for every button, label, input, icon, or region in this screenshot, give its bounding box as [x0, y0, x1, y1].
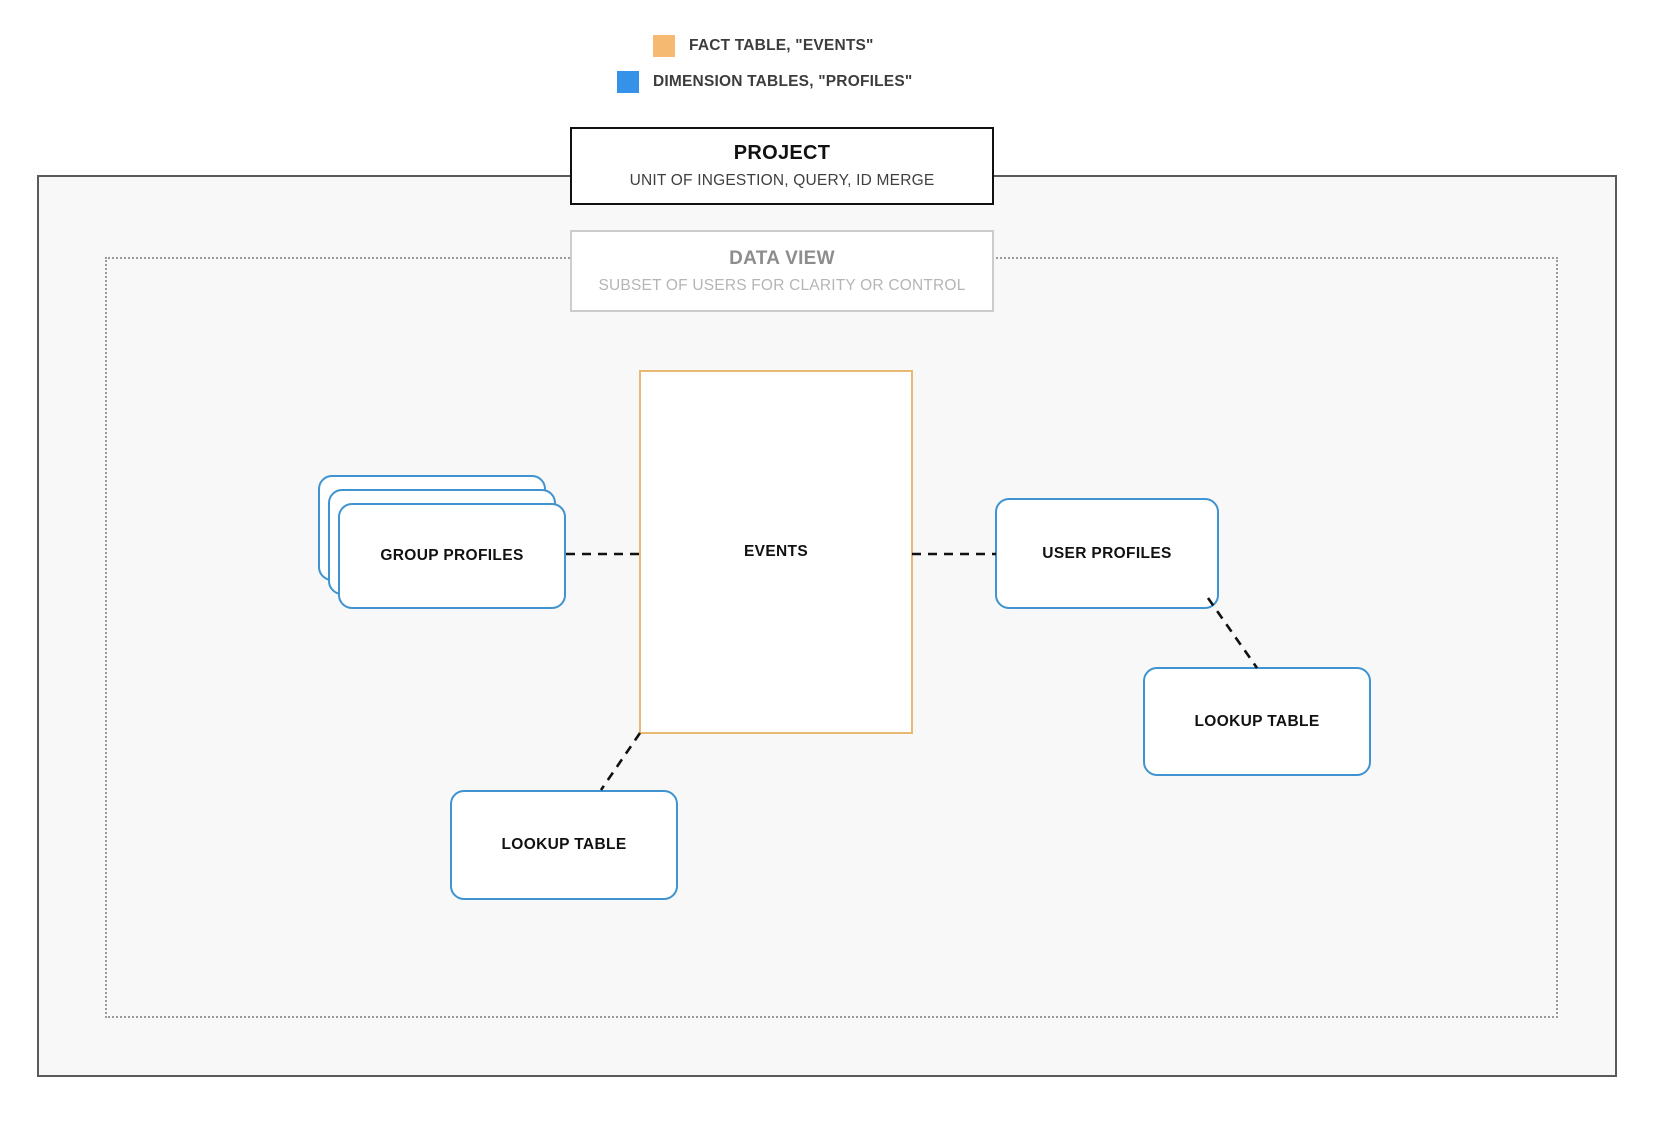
legend-label-dimension-tables: DIMENSION TABLES, "PROFILES" — [653, 73, 913, 90]
data-view-subtitle: SUBSET OF USERS FOR CLARITY OR CONTROL — [598, 276, 966, 294]
legend-label-fact-table: FACT TABLE, "EVENTS" — [689, 37, 874, 54]
legend-item-dimension-tables: DIMENSION TABLES, "PROFILES" — [617, 71, 912, 93]
data-view-title: DATA VIEW — [729, 247, 835, 269]
node-user-profiles[interactable]: USER PROFILES — [995, 498, 1219, 609]
project-title: PROJECT — [733, 142, 831, 164]
node-events-label: EVENTS — [743, 543, 809, 560]
node-user-profiles-label: USER PROFILES — [1042, 544, 1172, 562]
node-events[interactable]: EVENTS — [639, 370, 913, 734]
square-swatch-icon — [617, 71, 639, 93]
project-header[interactable]: PROJECT UNIT OF INGESTION, QUERY, ID MER… — [570, 127, 994, 205]
square-swatch-icon — [653, 35, 675, 57]
node-lookup-table-left[interactable]: LOOKUP TABLE — [450, 790, 678, 900]
node-lookup-table-right-label: LOOKUP TABLE — [1194, 712, 1320, 730]
data-view-header[interactable]: DATA VIEW SUBSET OF USERS FOR CLARITY OR… — [570, 230, 994, 312]
project-subtitle: UNIT OF INGESTION, QUERY, ID MERGE — [629, 172, 935, 189]
node-lookup-table-right[interactable]: LOOKUP TABLE — [1143, 667, 1371, 776]
node-group-profiles[interactable]: GROUP PROFILES — [318, 475, 568, 611]
node-group-profiles-label: GROUP PROFILES — [380, 547, 524, 564]
legend-item-fact-table: FACT TABLE, "EVENTS" — [653, 35, 874, 57]
group-profiles-stack-card-front[interactable]: GROUP PROFILES — [338, 503, 566, 609]
node-lookup-table-left-label: LOOKUP TABLE — [501, 836, 627, 853]
